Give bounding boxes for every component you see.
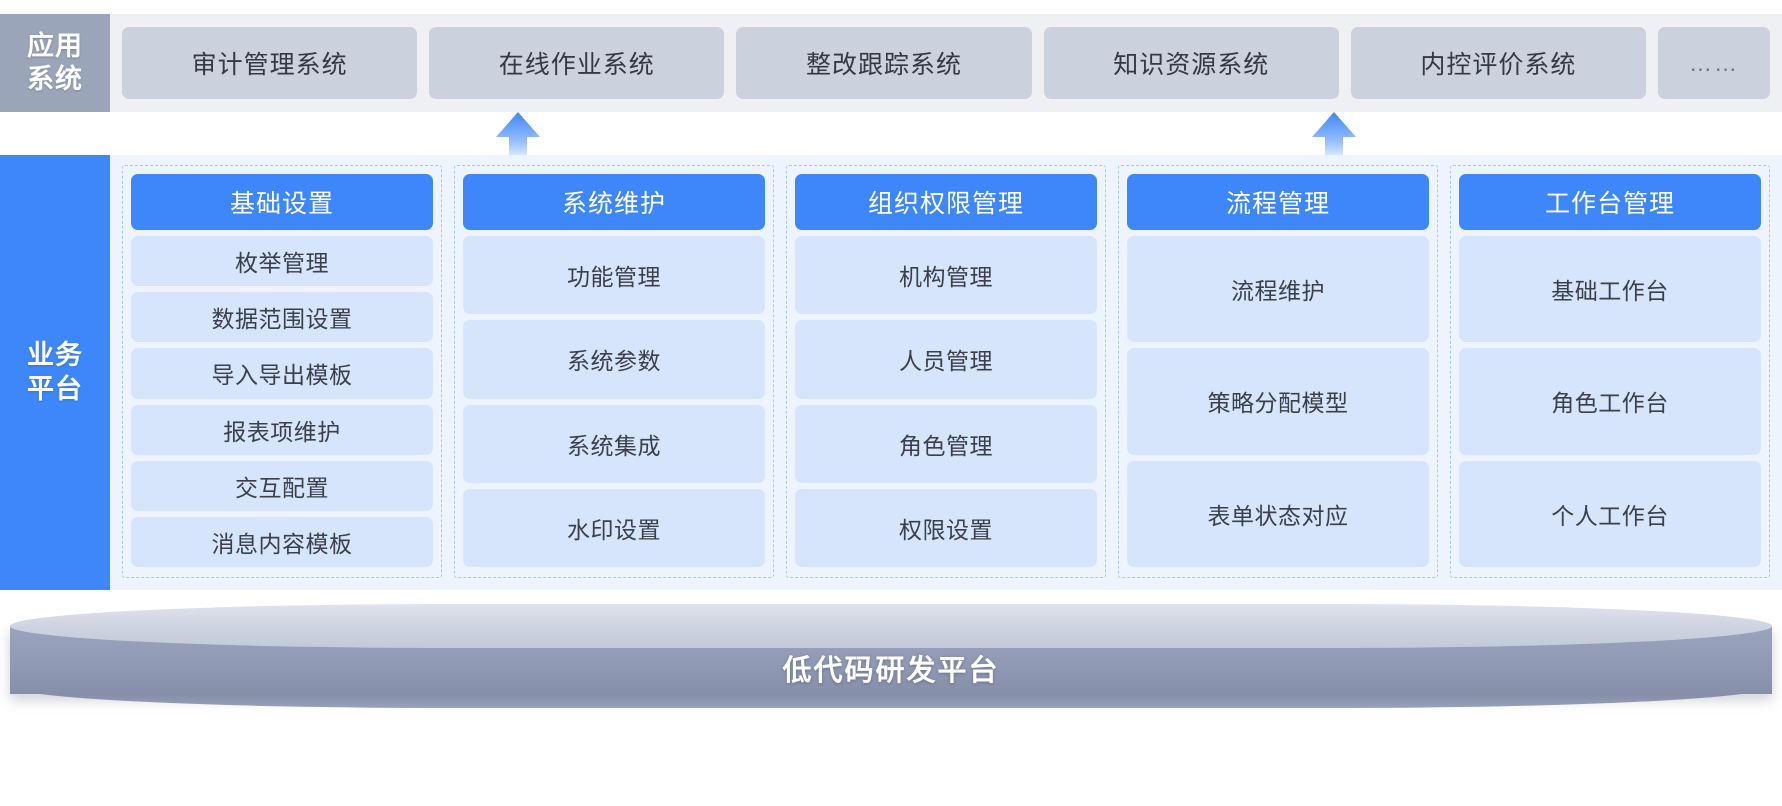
business-layer-label-line2: 平台 [27,373,83,404]
module-item-organization-management[interactable]: 机构管理 [795,236,1097,315]
module-title-process-management[interactable]: 流程管理 [1127,174,1429,230]
module-item-policy-allocation-model[interactable]: 策略分配模型 [1127,348,1429,455]
module-title-workbench-management[interactable]: 工作台管理 [1459,174,1761,230]
module-item-import-export-template[interactable]: 导入导出模板 [131,348,433,399]
business-layer-label: 业务 平台 [0,155,110,590]
module-column-workbench-management: 工作台管理 基础工作台 角色工作台 个人工作台 [1450,165,1770,578]
module-column-process-management: 流程管理 流程维护 策略分配模型 表单状态对应 [1118,165,1438,578]
business-module-columns: 基础设置 枚举管理 数据范围设置 导入导出模板 报表项维护 交互配置 消息内容模… [110,155,1782,590]
module-item-interaction-config[interactable]: 交互配置 [131,460,433,511]
module-item-personal-workbench[interactable]: 个人工作台 [1459,460,1761,567]
module-item-personnel-management[interactable]: 人员管理 [795,320,1097,399]
module-item-role-management[interactable]: 角色管理 [795,404,1097,483]
application-layer-label: 应用 系统 [0,14,110,112]
low-code-platform-base: 低代码研发平台 [10,604,1772,708]
module-item-list-basic-settings: 枚举管理 数据范围设置 导入导出模板 报表项维护 交互配置 消息内容模板 [131,236,433,568]
module-item-list-workbench-management: 基础工作台 角色工作台 个人工作台 [1459,236,1761,567]
platform-top-ellipse [10,604,1772,648]
module-item-report-item-maintenance[interactable]: 报表项维护 [131,404,433,455]
module-title-basic-settings[interactable]: 基础设置 [131,174,433,230]
module-item-list-system-maintenance: 功能管理 系统参数 系统集成 水印设置 [463,236,765,567]
module-title-system-maintenance[interactable]: 系统维护 [463,174,765,230]
app-system-card-audit[interactable]: 审计管理系统 [122,27,418,99]
module-item-list-process-management: 流程维护 策略分配模型 表单状态对应 [1127,236,1429,567]
module-item-form-status-mapping[interactable]: 表单状态对应 [1127,460,1429,567]
application-layer-label-line1: 应用 [27,31,83,62]
module-item-watermark-settings[interactable]: 水印设置 [463,488,765,567]
application-system-list: 审计管理系统 在线作业系统 整改跟踪系统 知识资源系统 内控评价系统 …… [110,14,1782,112]
arrow-up-icon-internal-control [1312,112,1356,164]
application-layer-label-line2: 系统 [27,64,83,94]
app-system-card-internal-control[interactable]: 内控评价系统 [1350,27,1647,99]
module-item-permission-settings[interactable]: 权限设置 [795,488,1097,567]
module-item-system-parameters[interactable]: 系统参数 [463,320,765,399]
module-item-role-workbench[interactable]: 角色工作台 [1459,348,1761,455]
module-item-enum-management[interactable]: 枚举管理 [131,236,433,287]
app-system-card-more[interactable]: …… [1658,27,1771,99]
app-system-card-online-operation[interactable]: 在线作业系统 [429,27,725,99]
application-system-layer: 应用 系统 审计管理系统 在线作业系统 整改跟踪系统 知识资源系统 内控评价系统… [0,14,1782,112]
module-item-function-management[interactable]: 功能管理 [463,236,765,315]
module-item-data-scope-settings[interactable]: 数据范围设置 [131,292,433,343]
module-item-process-maintenance[interactable]: 流程维护 [1127,236,1429,343]
module-item-message-content-template[interactable]: 消息内容模板 [131,516,433,568]
arrow-up-icon-online-operation [496,112,540,164]
module-column-system-maintenance: 系统维护 功能管理 系统参数 系统集成 水印设置 [454,165,774,578]
app-system-card-knowledge-resource[interactable]: 知识资源系统 [1043,27,1339,99]
module-item-list-org-permission-management: 机构管理 人员管理 角色管理 权限设置 [795,236,1097,567]
business-layer-label-line1: 业务 [27,339,83,370]
low-code-platform-label: 低代码研发平台 [782,655,1000,687]
module-column-basic-settings: 基础设置 枚举管理 数据范围设置 导入导出模板 报表项维护 交互配置 消息内容模… [122,165,442,578]
business-platform-layer: 业务 平台 基础设置 枚举管理 数据范围设置 导入导出模板 报表项维护 交互配置… [0,155,1782,590]
module-item-basic-workbench[interactable]: 基础工作台 [1459,236,1761,343]
app-system-card-rectification-tracking[interactable]: 整改跟踪系统 [736,27,1032,99]
module-title-org-permission-management[interactable]: 组织权限管理 [795,174,1097,230]
module-column-org-permission-management: 组织权限管理 机构管理 人员管理 角色管理 权限设置 [786,165,1106,578]
module-item-system-integration[interactable]: 系统集成 [463,404,765,483]
